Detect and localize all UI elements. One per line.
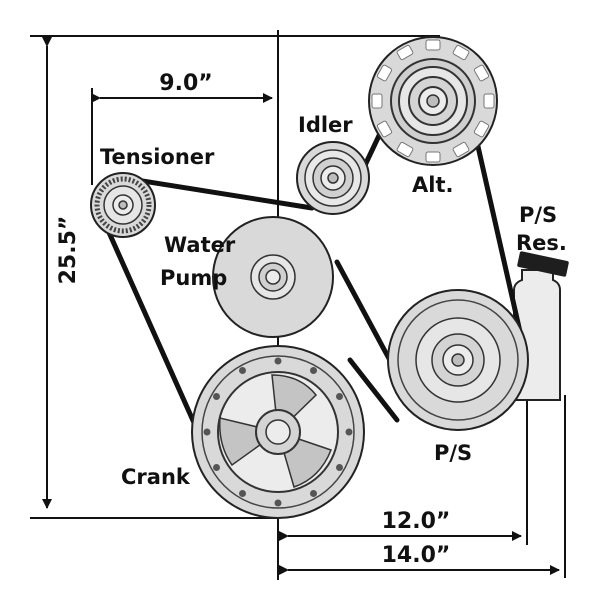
overall-width-label: 14.0”: [382, 543, 451, 568]
alternator-pulley: [368, 36, 498, 166]
water-pump-pulley: [212, 216, 334, 338]
height-dimension-label: 25.5”: [56, 216, 81, 285]
belt-tensioner-to-idler: [121, 175, 315, 211]
belt-tensioner-to-crank: [104, 225, 198, 428]
dimension-lines: [42, 37, 560, 575]
belt-alternator-to-ps: [469, 117, 526, 348]
crank-pulley: [191, 345, 365, 519]
idler-pulley: [296, 141, 370, 215]
belt-waterpump-to-ps: [334, 259, 396, 369]
crank-spokes: [219, 374, 332, 488]
tensioner-offset-label: 9.0”: [159, 71, 212, 96]
belt-crank-to-ps: [347, 357, 400, 423]
alternator-label: Alt.: [412, 173, 453, 197]
tensioner-label: Tensioner: [100, 145, 215, 169]
crank-label: Crank: [121, 465, 191, 489]
power-steering-pulley: [387, 289, 529, 431]
ps-offset-label: 12.0”: [382, 509, 451, 534]
water-pump-label-line1: Water: [164, 233, 236, 257]
water-pump-label-line2: Pump: [160, 266, 227, 290]
tensioner-pulley: [90, 172, 156, 238]
ps-reservoir-label-line1: P/S: [519, 203, 557, 227]
reservoir-cap: [517, 251, 569, 277]
idler-label: Idler: [298, 113, 353, 137]
power-steering-label: P/S: [434, 441, 472, 465]
ps-reservoir-label-line2: Res.: [516, 231, 567, 255]
